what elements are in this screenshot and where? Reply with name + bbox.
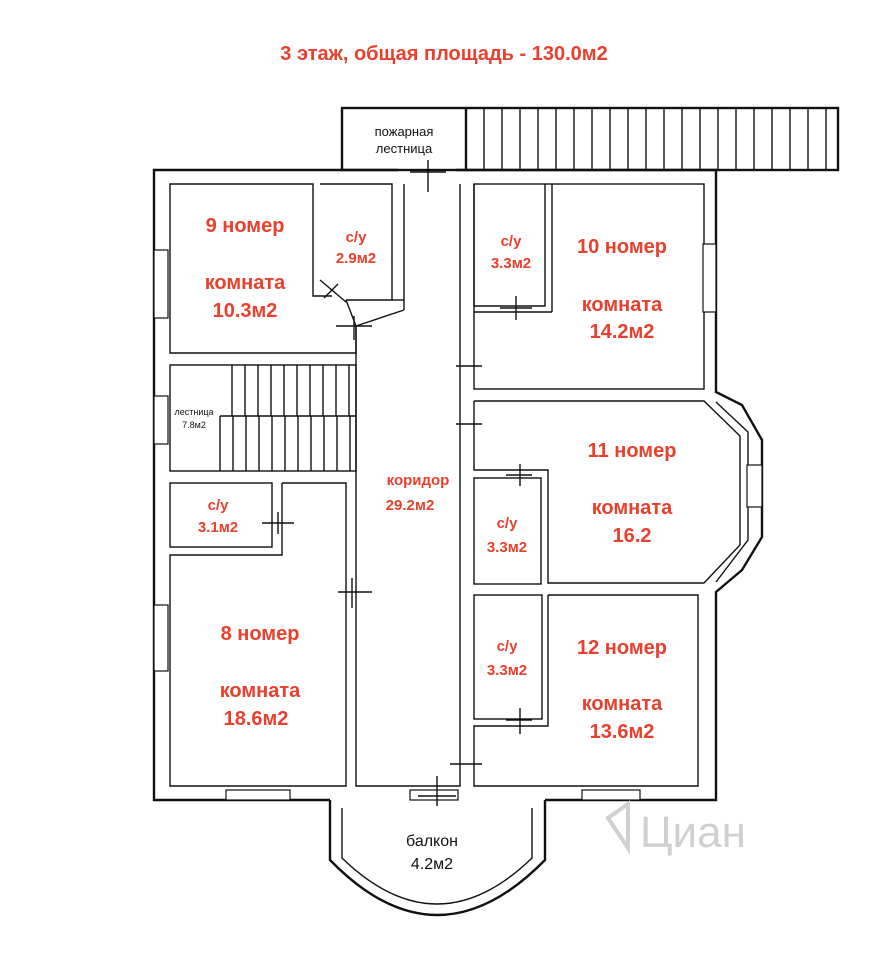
- room12-kind: комната: [582, 693, 663, 715]
- room-11: [473, 400, 741, 585]
- bath12-name: с/у: [497, 638, 519, 655]
- stairs-area: 7.8м2: [182, 420, 206, 430]
- room-12: [473, 594, 699, 787]
- staircase: [169, 364, 357, 472]
- room8-area: 18.6м2: [224, 708, 289, 730]
- room-9: [169, 183, 405, 354]
- bath8-name: с/у: [208, 497, 230, 514]
- bath11-area: 3.3м2: [487, 539, 527, 556]
- room12-area: 13.6м2: [590, 721, 655, 743]
- cian-logo-icon: [605, 800, 630, 855]
- room11-name: 11 номер: [588, 440, 677, 462]
- balcony-name: балкон: [406, 833, 458, 850]
- plan-title: 3 этаж, общая площадь - 130.0м2: [280, 43, 607, 65]
- balcony: [328, 800, 547, 917]
- fire-escape-label-1: пожарная: [375, 124, 434, 139]
- room12-name: 12 номер: [577, 637, 667, 659]
- windows: [153, 243, 717, 801]
- room-8: [169, 482, 347, 787]
- room-10: [473, 183, 705, 390]
- watermark: Циан: [605, 800, 746, 857]
- room11-kind: комната: [592, 497, 673, 519]
- balcony-area: 4.2м2: [411, 856, 453, 873]
- bath10-area: 3.3м2: [491, 255, 531, 272]
- fire-escape-label-2: лестница: [376, 141, 433, 156]
- watermark-text: Циан: [640, 808, 746, 857]
- room8-name: 8 номер: [221, 623, 300, 645]
- room10-kind: комната: [582, 294, 663, 316]
- room8-kind: комната: [220, 680, 301, 702]
- room9-name: 9 номер: [206, 215, 285, 237]
- bay-window: [715, 401, 763, 583]
- corridor-walls: [355, 184, 461, 787]
- room10-area: 14.2м2: [590, 321, 655, 343]
- bath11-name: с/у: [497, 515, 519, 532]
- corridor-area: 29.2м2: [386, 497, 435, 514]
- fire-escape: [340, 106, 840, 172]
- room11-area: 16.2: [613, 525, 652, 547]
- corridor-name: коридор: [387, 472, 450, 489]
- room-labels: пожарная лестница 9 номер комната 10.3м2…: [174, 124, 676, 873]
- bath9-area: 2.9м2: [336, 250, 376, 267]
- room9-area: 10.3м2: [213, 300, 278, 322]
- doors: [262, 160, 532, 806]
- bath10-name: с/у: [501, 233, 523, 250]
- room9-kind: комната: [205, 272, 286, 294]
- bath8-area: 3.1м2: [198, 519, 238, 536]
- room10-name: 10 номер: [577, 236, 667, 258]
- outer-walls: [152, 168, 764, 802]
- bath12-area: 3.3м2: [487, 662, 527, 679]
- stairs-name: лестница: [174, 407, 213, 417]
- bath9-name: с/у: [346, 229, 368, 246]
